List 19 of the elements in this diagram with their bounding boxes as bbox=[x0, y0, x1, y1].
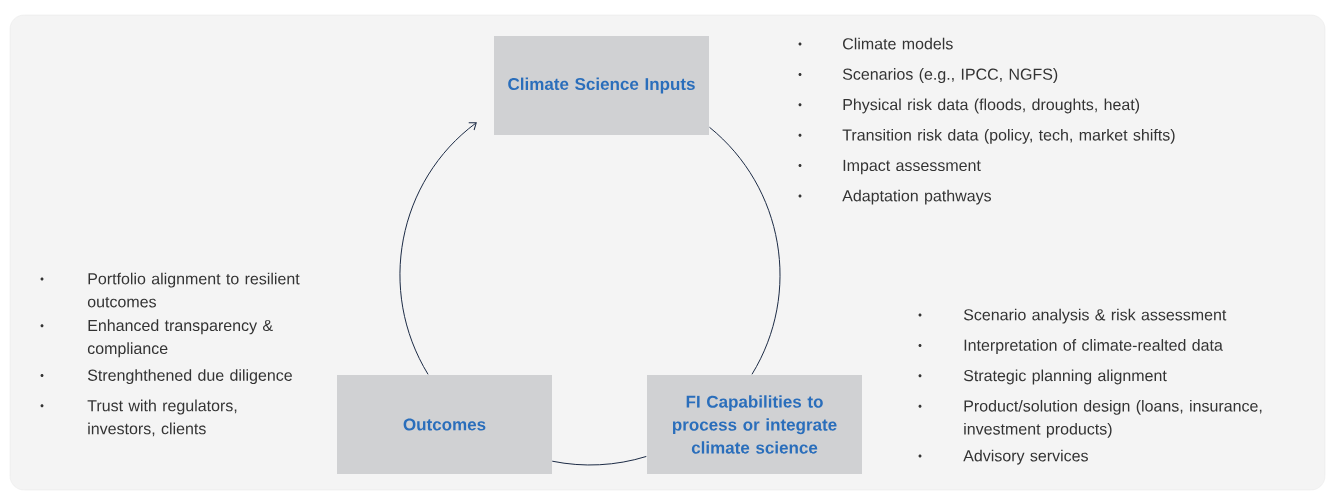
bullet-item: Portfolio alignment to resilient outcomes bbox=[40, 272, 300, 308]
bullet-item: Physical risk data (floods, droughts, heat) bbox=[798, 98, 1140, 114]
arrow bbox=[399, 122, 477, 375]
bullet-item: Scenario analysis & risk assessment bbox=[918, 308, 1227, 324]
bullet-item: Interpretation of climate-realted data bbox=[918, 339, 1223, 354]
bullet-item: Impact assessment bbox=[798, 159, 981, 175]
bullet-item: Adaptation pathways bbox=[798, 189, 992, 205]
process-box: Outcomes bbox=[337, 375, 552, 474]
bullet-item: Transition risk data (policy, tech, market shifts) bbox=[798, 128, 1175, 144]
bullet-item: Advisory services bbox=[918, 449, 1088, 465]
bullet-item: Enhanced transparency & compliance bbox=[40, 319, 273, 358]
bullet-item: Trust with regulators, investors, clients bbox=[40, 399, 237, 437]
bullet-item: Product/solution design (loans, insurance, investment products) bbox=[918, 399, 1262, 438]
bullet-item: Scenarios (e.g., IPCC, NGFS) bbox=[798, 68, 1058, 83]
process-box: FI Capabilities to process or integrate climate science bbox=[647, 375, 862, 474]
bullet-item: Strategic planning alignment bbox=[918, 369, 1167, 385]
bullet-item: Strenghthened due diligence bbox=[40, 369, 292, 385]
process-box: Climate Science Inputs bbox=[494, 36, 709, 135]
bullet-item: Climate models bbox=[798, 37, 953, 50]
